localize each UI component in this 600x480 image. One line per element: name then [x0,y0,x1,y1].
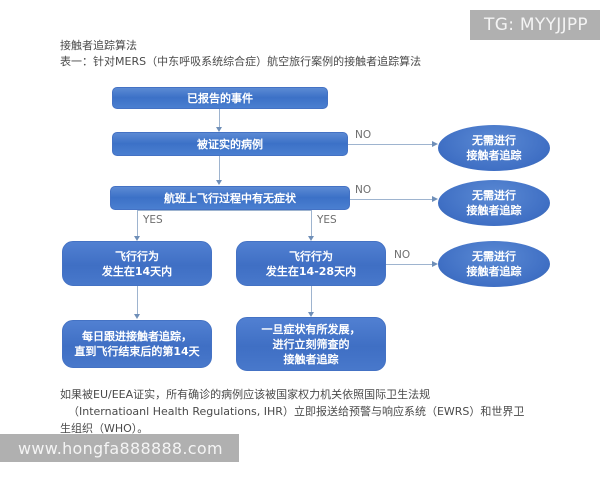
node-line: 每日跟进接触者追踪， [82,330,192,343]
connector-within14-to-daily [137,286,138,314]
node-line: 无需进行 [472,134,516,147]
connector-confirmed-to-symptoms [219,156,220,180]
node-line: 发生在14天内 [101,264,173,278]
connector-symptoms-branch-bar [137,210,311,211]
node-confirmed-case[interactable]: 被证实的病例 [112,132,348,156]
connector-symptoms-no [350,199,432,200]
arrowhead-down-yes-right [308,236,314,241]
node-line: 无需进行 [472,250,516,263]
arrowhead-down-symptoms [216,180,222,185]
connector-1428-no [386,264,432,265]
node-line: 发生在14-28天内 [265,264,357,278]
connector-yes-left [137,210,138,236]
arrowhead-down-daily [134,314,140,319]
node-symptoms-on-flight[interactable]: 航班上飞行过程中有无症状 [110,186,350,210]
node-reported-event[interactable]: 已报告的事件 [112,87,328,109]
node-between-14-28-days[interactable]: 飞行行为 发生在14-28天内 [236,241,386,286]
arrowhead-down-yes-left [134,236,140,241]
footnote: 如果被EU/EEA证实，所有确诊的病例应该被国家权力机关依照国际卫生法规 （In… [60,386,530,437]
node-no-tracing-3[interactable]: 无需进行 接触者追踪 [438,241,550,287]
edge-label-yes-1: YES [143,214,163,226]
node-line: 无需进行 [472,189,516,202]
node-line: 进行立刻筛查的 [272,337,350,351]
node-no-tracing-1[interactable]: 无需进行 接触者追踪 [438,125,550,171]
node-line: 一旦症状有所发展， [261,322,361,336]
connector-confirmed-no [348,144,432,145]
arrowhead-right-no-2 [432,195,438,202]
page-subtitle: 表一：针对MERS（中东呼吸系统综合症）航空旅行案例的接触者追踪算法 [60,55,422,68]
connector-1428-to-immediate [311,286,312,312]
edge-label-no-3: NO [394,249,411,261]
node-immediate-screening[interactable]: 一旦症状有所发展， 进行立刻筛查的 接触者追踪 [236,317,386,371]
watermark-bottom-left: www.hongfa888888.com [0,434,239,462]
footnote-line-1: 如果被EU/EEA证实，所有确诊的病例应该被国家权力机关依照国际卫生法规 [60,388,431,401]
edge-label-yes-2: YES [317,214,337,226]
node-line: 直到飞行结束后的第14天 [74,345,200,358]
node-no-tracing-2[interactable]: 无需进行 接触者追踪 [438,180,550,226]
node-line: 接触者追踪 [283,352,339,366]
node-line: 飞行行为 [289,249,333,263]
node-line: 接触者追踪 [466,204,522,217]
edge-label-no-1: NO [355,129,372,141]
arrowhead-right-no-1 [432,140,438,147]
node-line: 接触者追踪 [466,265,522,278]
node-line: 接触者追踪 [466,149,522,162]
node-daily-followup[interactable]: 每日跟进接触者追踪， 直到飞行结束后的第14天 [62,320,212,368]
footnote-line-2: （Internatioanl Health Regulations, IHR）立… [68,405,525,418]
connector-yes-right [311,210,312,236]
arrowhead-down-confirmed [216,127,222,132]
edge-label-no-2: NO [355,184,372,196]
watermark-top-right: TG: MYYJJPP [470,10,600,40]
arrowhead-down-immediate [308,312,314,317]
node-within-14-days[interactable]: 飞行行为 发生在14天内 [62,241,212,286]
page-title: 接触者追踪算法 [60,39,137,52]
arrowhead-right-no-3 [432,260,438,267]
connector-reported-to-confirmed [219,109,220,127]
node-line: 飞行行为 [115,249,159,263]
footnote-line-3: 生组织（WHO）。 [60,422,149,435]
